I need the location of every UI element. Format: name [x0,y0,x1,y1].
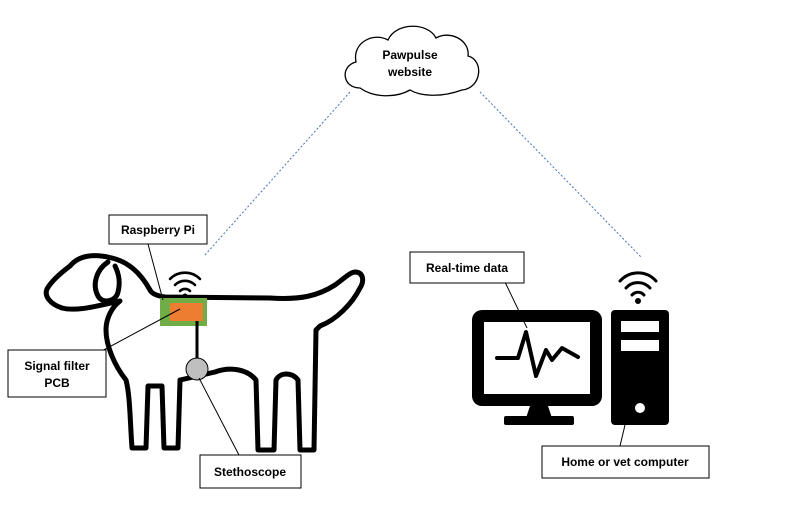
link-cloud-to-computer [479,91,643,259]
cloud-label-line2: website [387,65,432,79]
realtime-data-label: Real-time data [426,261,508,275]
signal-filter-leader [97,308,181,354]
signal-filter-label-box [7,349,107,398]
stethoscope-label-box [199,454,302,489]
monitor-icon [472,310,602,425]
computer-label-box [541,445,710,479]
cloud-icon [344,25,480,97]
stethoscope-leader [198,377,241,458]
link-dog-to-cloud [204,91,351,256]
dog-icon [43,253,366,453]
raspberry-pi-label: Raspberry Pi [121,223,195,237]
computer-leader [619,424,626,447]
raspberry-pi-leader [147,243,164,301]
signal-filter-board [170,303,203,321]
stethoscope-label: Stethoscope [214,465,286,479]
raspberry-pi-label-box [108,214,208,245]
signal-filter-label-line1: Signal filter [24,359,90,373]
realtime-data-label-box [409,251,525,284]
stethoscope-head [185,357,209,381]
realtime-data-leader [504,281,528,329]
heartbeat-icon [495,330,580,378]
computer-tower-icon [611,310,669,425]
wifi-icon [168,271,202,299]
wifi-icon-computer [618,271,658,304]
cloud-label-line1: Pawpulse [382,48,438,62]
signal-filter-label-line2: PCB [44,376,70,390]
computer-label: Home or vet computer [561,455,689,469]
